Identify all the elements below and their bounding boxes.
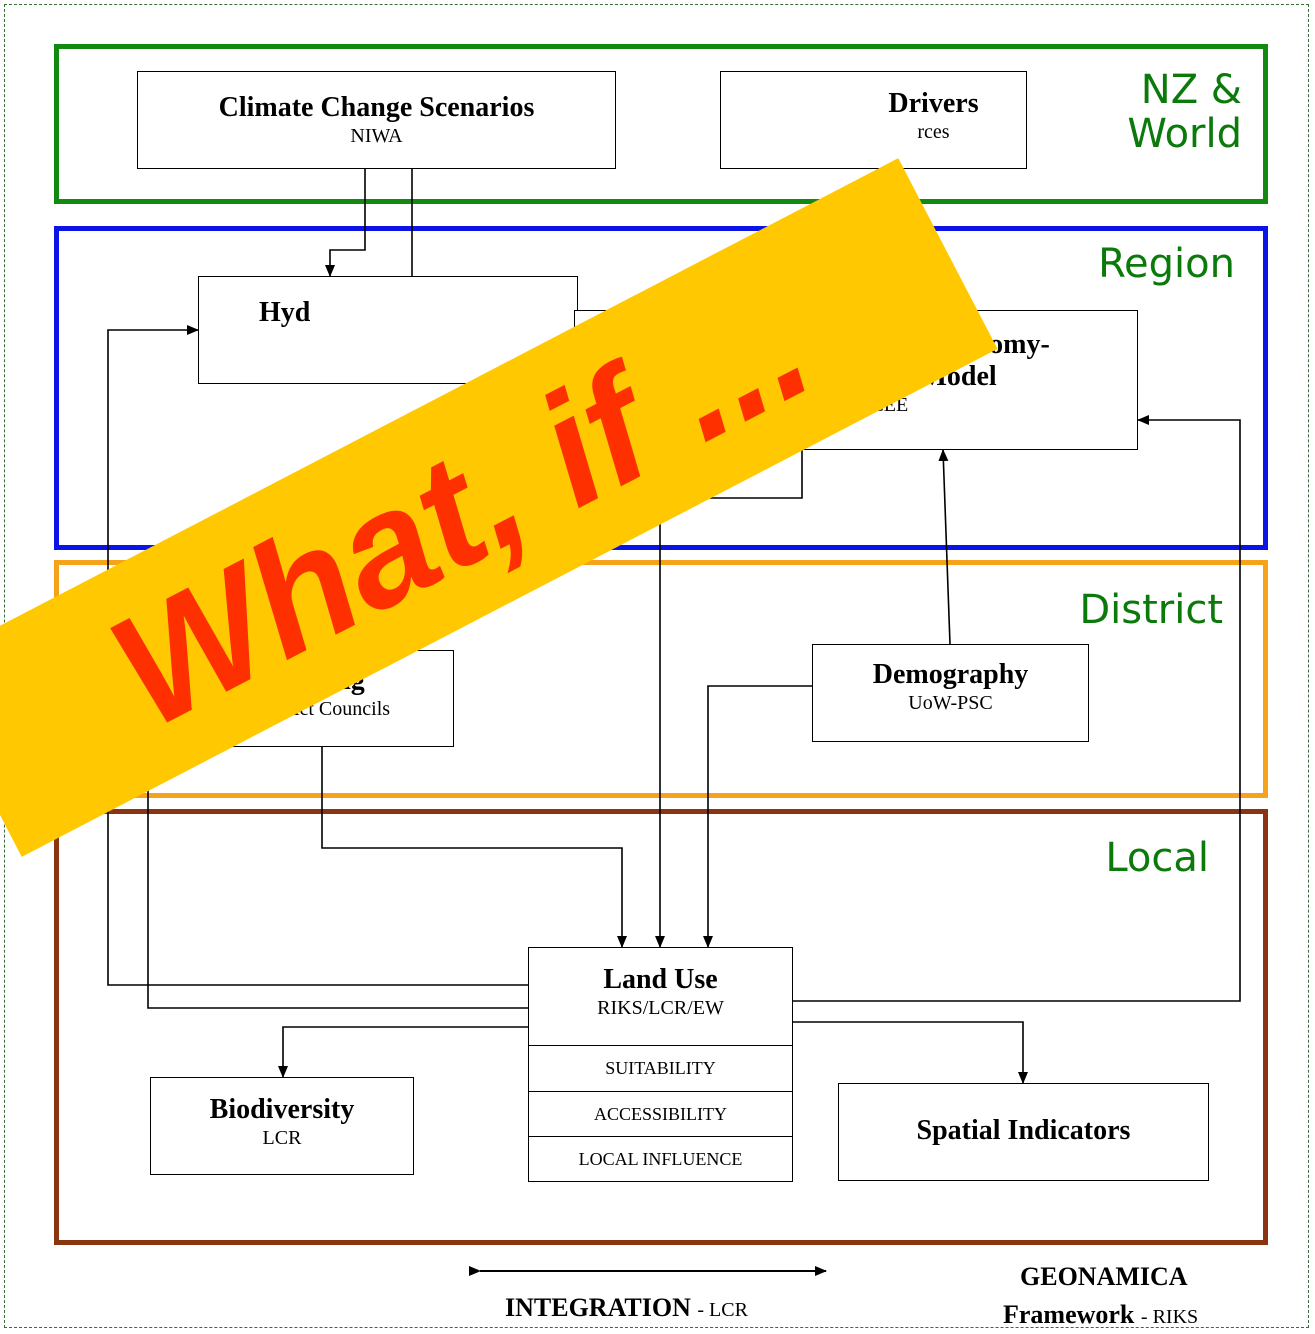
- hydrology-box: Hyd: [198, 276, 578, 384]
- demography-box: Demography UoW-PSC: [812, 644, 1089, 742]
- arrow-economy-to-landuse: [655, 450, 803, 948]
- box-title: Drivers: [888, 88, 979, 119]
- zone-label-region: Region: [1098, 241, 1235, 287]
- integration-source: - LCR: [697, 1299, 748, 1321]
- land-use-component-accessibility: ACCESSIBILITY: [528, 1091, 793, 1137]
- geonamica-title: GEONAMICA: [1020, 1262, 1188, 1291]
- biodiversity-box: Biodiversity LCR: [150, 1077, 414, 1175]
- box-title: Land Use: [603, 964, 718, 995]
- box-source: LCR: [262, 1127, 302, 1149]
- geonamica-line2: Framework - RIKS: [1003, 1300, 1198, 1332]
- box-title: Demography: [872, 659, 1029, 690]
- arrow-zoning-to-landuse: [321, 747, 627, 948]
- zone-label-nz-world: NZ & World: [1127, 68, 1242, 156]
- box-source: RIKS/LCR/EW: [597, 997, 724, 1019]
- box-title: Biodiversity: [209, 1094, 355, 1125]
- arrow-demography-to-landuse: [703, 685, 812, 948]
- integration-label: INTEGRATION - LCR: [505, 1293, 748, 1325]
- integration-title: INTEGRATION: [505, 1293, 691, 1322]
- zone-label-district: District: [1079, 587, 1223, 633]
- drivers-box: Drivers rces: [720, 71, 1027, 169]
- land-use-component-local-influence: LOCAL INFLUENCE: [528, 1136, 793, 1182]
- spatial-indicators-box: Spatial Indicators: [838, 1083, 1209, 1181]
- arrow-climate-to-hydrology: [325, 169, 366, 277]
- zone-region: [54, 226, 1268, 550]
- box-title: Hyd: [259, 297, 311, 328]
- box-source: NIWA: [350, 125, 403, 147]
- climate-change-scenarios-box: Climate Change Scenarios NIWA: [137, 71, 616, 169]
- land-use-component-suitability: SUITABILITY: [528, 1045, 793, 1092]
- framework-title: Framework: [1003, 1300, 1135, 1329]
- box-source: UoW-PSC: [908, 692, 993, 714]
- geonamica-line1: GEONAMICA: [1020, 1262, 1188, 1292]
- box-source: rces: [917, 121, 950, 143]
- zone-label-line2: World: [1127, 111, 1242, 157]
- arrow-landuse-to-spatial-indicators: [793, 1021, 1028, 1084]
- zone-label-local: Local: [1105, 835, 1209, 881]
- zone-local: [54, 809, 1268, 1245]
- arrow-landuse-to-economy: [793, 415, 1241, 1002]
- geonamica-source: - RIKS: [1140, 1306, 1199, 1328]
- zone-nz-world: [54, 44, 1268, 204]
- line-landuse-west: [147, 740, 528, 1009]
- zone-label-line1: NZ &: [1140, 67, 1242, 113]
- box-title: Spatial Indicators: [916, 1115, 1131, 1146]
- box-title: Climate Change Scenarios: [218, 92, 535, 123]
- arrow-demography-to-economy: [938, 449, 951, 645]
- land-use-box: Land Use RIKS/LCR/EW: [528, 947, 793, 1046]
- arrow-landuse-to-biodiversity: [278, 1026, 528, 1078]
